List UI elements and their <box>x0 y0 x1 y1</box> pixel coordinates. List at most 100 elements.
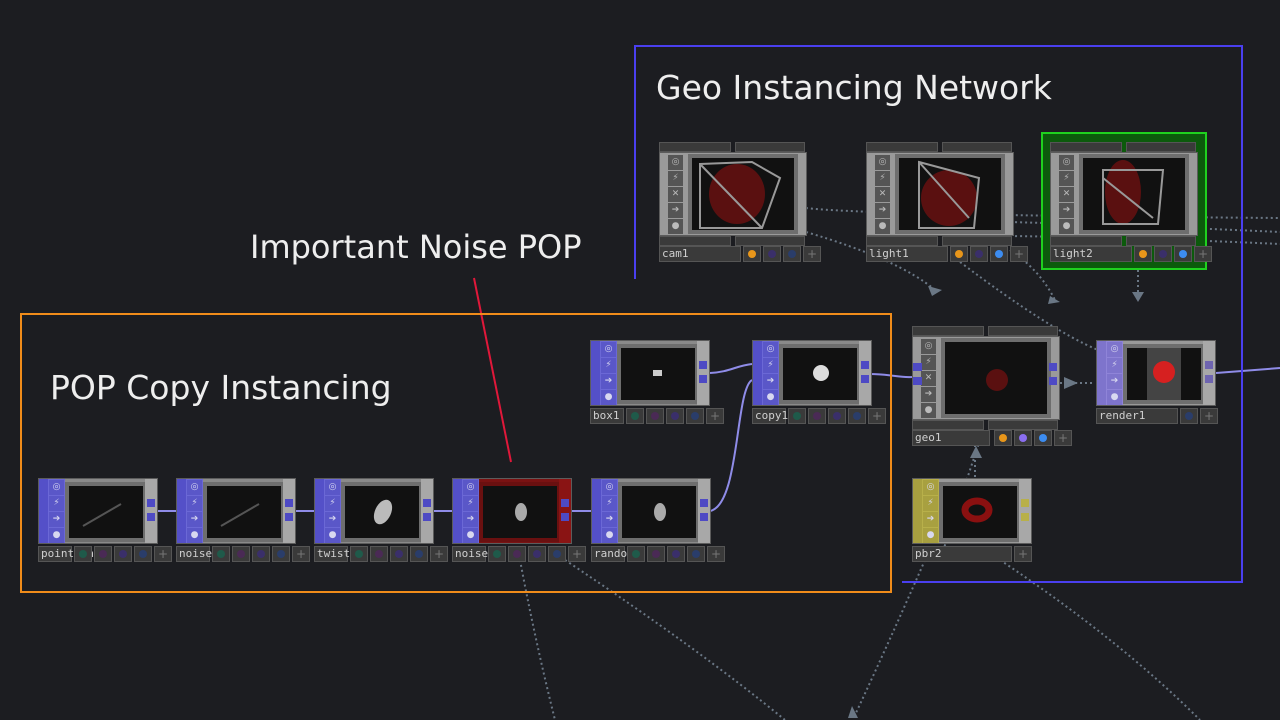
plus-icon[interactable]: + <box>1200 408 1218 424</box>
arrowhead <box>1048 296 1060 304</box>
lock-icon[interactable]: ● <box>601 390 616 405</box>
node-light2[interactable]: ◎⚡✕➔● light2 + <box>1050 142 1212 262</box>
node-label[interactable]: noise1 <box>176 546 219 562</box>
node-viewer <box>688 154 798 234</box>
display-icon[interactable]: ➔ <box>601 374 616 389</box>
node-viewer <box>895 154 1005 234</box>
node-label[interactable]: pointgen1 <box>38 546 101 562</box>
node-viewer <box>779 344 861 404</box>
display-icon[interactable]: ➔ <box>763 374 778 389</box>
display-icon[interactable]: ➔ <box>49 512 64 527</box>
display-icon[interactable]: ➔ <box>463 512 478 527</box>
node-viewer <box>1079 154 1189 234</box>
dotted-wire <box>959 261 1099 351</box>
wire-copy1-geo1 <box>869 373 913 379</box>
node-box1[interactable]: ◎⚡➔● box1 + <box>590 340 724 424</box>
wire-render1-out <box>1215 367 1280 374</box>
node-viewer <box>341 482 423 542</box>
plus-icon[interactable]: + <box>868 408 886 424</box>
node-label[interactable]: noise2 <box>452 546 495 562</box>
bypass-icon[interactable]: ⚡ <box>602 496 617 511</box>
plus-icon[interactable]: + <box>1010 246 1028 262</box>
bypass-icon[interactable]: ⚡ <box>763 358 778 373</box>
bypass-icon[interactable]: ⚡ <box>601 358 616 373</box>
plus-icon[interactable]: + <box>1054 430 1072 446</box>
arrowhead <box>1064 377 1078 389</box>
bypass-icon[interactable]: ⚡ <box>325 496 340 511</box>
node-light1[interactable]: ◎⚡✕➔● light1 + <box>866 142 1028 262</box>
arrowhead <box>1132 292 1144 302</box>
plus-icon[interactable]: + <box>803 246 821 262</box>
lock-icon[interactable]: ● <box>187 528 202 543</box>
node-viewer <box>941 338 1051 418</box>
node-pbr2[interactable]: ◎⚡➔● pbr2 + <box>912 478 1032 562</box>
node-label[interactable]: random1 <box>591 546 640 562</box>
pop-copy-instancing-box[interactable] <box>20 313 892 593</box>
bypass-icon[interactable]: ⚡ <box>49 496 64 511</box>
pop-copy-title: POP Copy Instancing <box>50 368 392 407</box>
node-viewer <box>203 482 285 542</box>
wire-box1-copy1 <box>709 363 753 374</box>
viewer-icon[interactable]: ◎ <box>601 342 616 357</box>
lock-icon[interactable]: ● <box>463 528 478 543</box>
display-icon[interactable]: ➔ <box>325 512 340 527</box>
plus-icon[interactable]: + <box>568 546 586 562</box>
node-twist1[interactable]: ◎⚡➔● twist1 + <box>314 478 448 562</box>
display-icon[interactable]: ➔ <box>602 512 617 527</box>
viewer-icon[interactable]: ◎ <box>763 342 778 357</box>
plus-icon[interactable]: + <box>1194 246 1212 262</box>
plus-icon[interactable]: + <box>707 546 725 562</box>
node-viewer <box>65 482 147 542</box>
node-label[interactable]: geo1 <box>912 430 990 446</box>
node-label[interactable]: light2 <box>1050 246 1132 262</box>
important-note: Important Noise POP <box>250 228 582 266</box>
lock-icon[interactable]: ● <box>602 528 617 543</box>
node-render1[interactable]: ◎⚡➔● render1 + <box>1096 340 1218 424</box>
dotted-wire <box>519 559 556 720</box>
arrowhead <box>928 286 942 296</box>
arrowhead <box>848 706 858 718</box>
node-label[interactable]: pbr2 <box>912 546 1012 562</box>
node-copy1[interactable]: ◎⚡➔● copy1 + <box>752 340 886 424</box>
node-noise1[interactable]: ◎⚡➔● noise1 + <box>176 478 310 562</box>
node-cam1[interactable]: ◎⚡✕➔● cam1 + <box>659 142 821 262</box>
node-geo1[interactable]: ◎⚡✕➔● geo1 + <box>912 326 1072 446</box>
node-label[interactable]: render1 <box>1096 408 1178 424</box>
geo-network-title: Geo Instancing Network <box>656 68 1052 107</box>
viewer-icon[interactable]: ◎ <box>463 480 478 495</box>
node-viewer <box>618 482 700 542</box>
bypass-icon[interactable]: ⚡ <box>187 496 202 511</box>
plus-icon[interactable]: + <box>292 546 310 562</box>
lock-icon[interactable]: ● <box>763 390 778 405</box>
plus-icon[interactable]: + <box>154 546 172 562</box>
node-viewer <box>617 344 699 404</box>
wire-random1-copy1 <box>709 379 753 512</box>
viewer-icon[interactable]: ◎ <box>187 480 202 495</box>
display-icon[interactable]: ➔ <box>187 512 202 527</box>
lock-icon[interactable]: ● <box>49 528 64 543</box>
node-pointgen1[interactable]: ◎⚡➔● pointgen1 + <box>38 478 172 562</box>
node-random1[interactable]: ◎⚡➔● random1 + <box>591 478 725 562</box>
dotted-wire <box>564 559 786 720</box>
dotted-wire <box>805 231 936 291</box>
plus-icon[interactable]: + <box>706 408 724 424</box>
dotted-wire <box>854 559 926 716</box>
node-viewer <box>479 482 561 542</box>
node-label[interactable]: light1 <box>866 246 948 262</box>
viewer-icon[interactable]: ◎ <box>325 480 340 495</box>
bypass-icon[interactable]: ⚡ <box>463 496 478 511</box>
annotation-arrow <box>473 277 512 463</box>
viewer-icon[interactable]: ◎ <box>49 480 64 495</box>
node-viewer <box>939 482 1021 542</box>
plus-icon[interactable]: + <box>430 546 448 562</box>
lock-icon[interactable]: ● <box>325 528 340 543</box>
node-noise2[interactable]: ◎⚡➔● noise2 + <box>452 478 586 562</box>
node-label[interactable]: twist1 <box>314 546 357 562</box>
viewer-icon[interactable]: ◎ <box>602 480 617 495</box>
node-label[interactable]: box1 <box>590 408 624 424</box>
plus-icon[interactable]: + <box>1014 546 1032 562</box>
dotted-wire <box>999 559 1201 720</box>
node-label[interactable]: cam1 <box>659 246 741 262</box>
node-label[interactable]: copy1 <box>752 408 788 424</box>
